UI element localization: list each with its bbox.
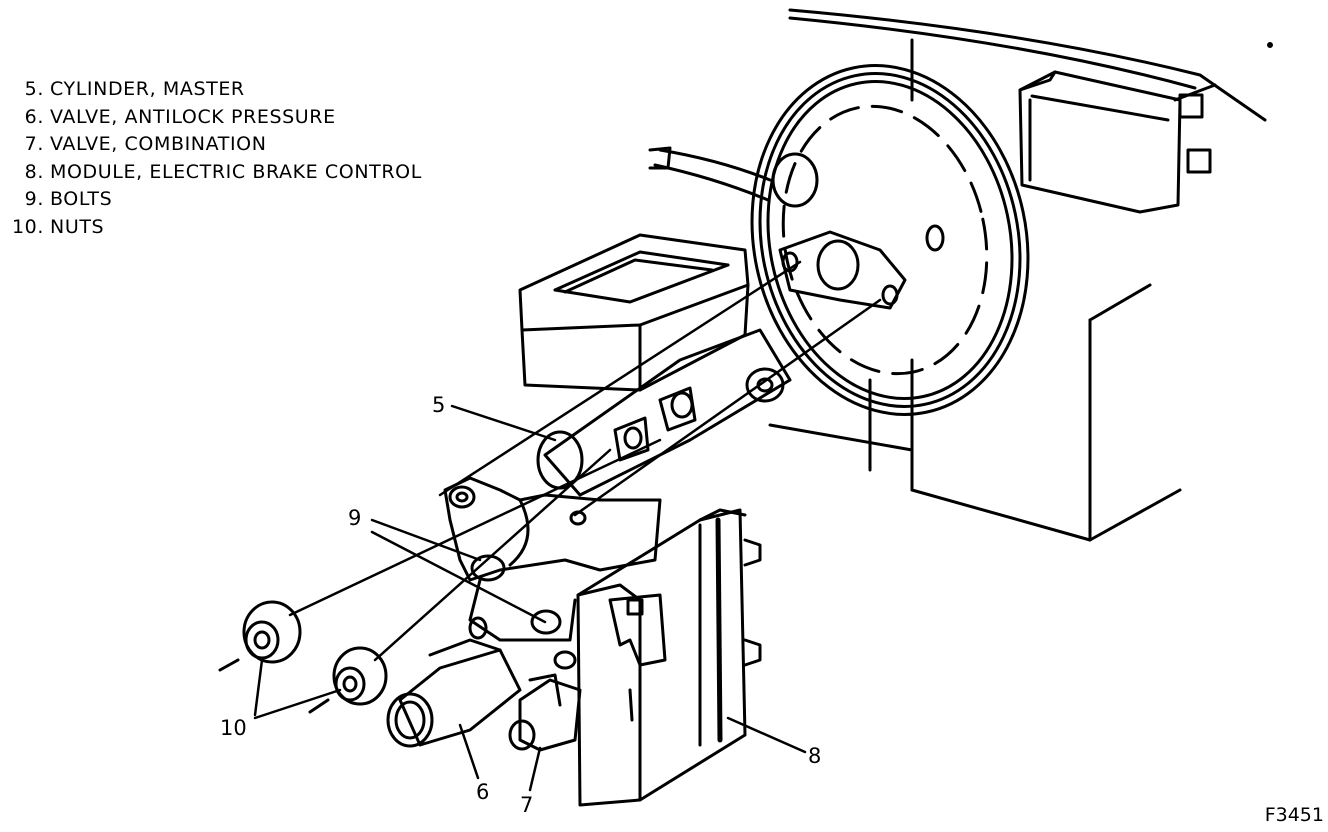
master-cylinder <box>518 233 792 497</box>
callout-7: 7 <box>520 793 534 817</box>
combination-valve <box>508 673 582 752</box>
legend-num: 5. <box>24 78 44 100</box>
relay-box <box>1018 70 1217 214</box>
legend-num: 6. <box>24 105 44 128</box>
antilock-valve-housing <box>443 476 662 670</box>
legend-label: MODULE, ELECTRIC BRAKE CONTROL <box>50 160 422 183</box>
ebcm-module <box>576 508 762 807</box>
legend-item: 6. VALVE, ANTILOCK PRESSURE <box>6 104 422 132</box>
firewall-panel <box>768 8 1273 542</box>
leader-lines <box>253 404 807 792</box>
callout-10: 10 <box>220 716 247 740</box>
legend-label: VALVE, ANTILOCK PRESSURE <box>50 105 336 128</box>
parts-legend: 5. CYLINDER, MASTER 6. VALVE, ANTILOCK PRE… <box>6 76 422 241</box>
legend-item: 7. VALVE, COMBINATION <box>6 131 422 159</box>
legend-label: NUTS <box>50 215 105 238</box>
legend-label: VALVE, COMBINATION <box>50 133 267 155</box>
legend-item: 10. NUTS <box>6 214 422 242</box>
legend-label: CYLINDER, MASTER <box>50 78 245 100</box>
figure-id: F3451 <box>1264 804 1324 826</box>
callout-8: 8 <box>808 744 822 768</box>
legend-item: 8. MODULE, ELECTRIC BRAKE CONTROL <box>6 159 422 187</box>
legend-item: 5. CYLINDER, MASTER <box>6 76 422 104</box>
legend-item: 9. BOLTS <box>6 186 422 214</box>
nut-upper <box>218 600 302 672</box>
brake-booster <box>648 64 1030 416</box>
callout-5: 5 <box>432 393 446 417</box>
legend-num: 7. <box>24 133 44 155</box>
legend-label: BOLTS <box>50 188 113 210</box>
callout-9: 9 <box>348 506 362 530</box>
callout-6: 6 <box>476 780 490 804</box>
nut-lower <box>308 646 388 714</box>
antilock-pressure-valve <box>386 638 522 748</box>
legend-num: 9. <box>24 188 44 210</box>
legend-num: 8. <box>24 160 44 183</box>
mounting-studs <box>288 260 882 662</box>
legend-num: 10. <box>11 215 44 238</box>
